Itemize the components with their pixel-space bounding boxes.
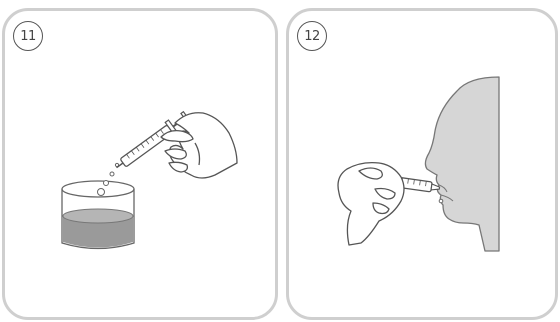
- drip-into-cup-illustration: [5, 11, 275, 317]
- hand-icon: [338, 163, 404, 245]
- oral-dose-illustration: [289, 11, 555, 317]
- step-panel-11: 11: [2, 8, 278, 320]
- step-panel-12: 12: [286, 8, 558, 320]
- hand-icon: [161, 113, 237, 178]
- drop-icon: [439, 199, 443, 203]
- face-profile-icon: [425, 77, 499, 251]
